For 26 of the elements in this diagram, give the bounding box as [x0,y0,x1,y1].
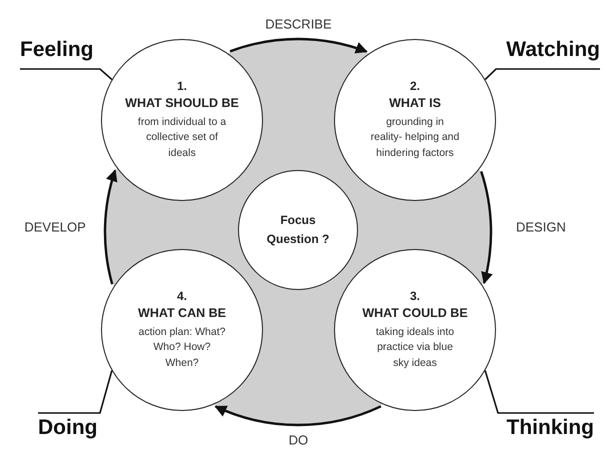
mode-label: Feeling [20,38,94,62]
step-number: 1. [176,79,187,94]
mode-label: Doing [38,416,98,440]
step-number: 4. [176,289,187,304]
mode-label: Thinking [506,416,594,440]
leader-line [20,68,112,80]
step-title: WHAT SHOULD BE [125,96,239,110]
edge-label: DO [286,432,310,448]
edge-label: DESCRIBE [263,16,334,32]
step-number: 3. [410,289,420,304]
step-description: action plan: What? Who? How? When? [138,325,226,371]
leader-line [484,68,600,80]
focus-text: Focus Question ? [266,212,330,248]
step-description: grounding in reality- helping and hindering factors [370,115,460,161]
step-title: WHAT IS [389,96,441,110]
cycle-arrow [104,169,118,284]
cycle-arrow [480,171,492,284]
mode-label: Watching [506,38,600,62]
cycle-arrow [214,404,382,426]
step-description: taking ideals into practice via blue sky ideas [374,325,456,371]
step-title: WHAT CAN BE [138,306,226,320]
step-description: from individual to a collective set of ideals [136,115,228,161]
step-number: 2. [410,79,420,94]
cycle-arrow [230,38,368,54]
step-title: WHAT COULD BE [362,306,468,320]
edge-label: DEVELOP [22,219,88,234]
